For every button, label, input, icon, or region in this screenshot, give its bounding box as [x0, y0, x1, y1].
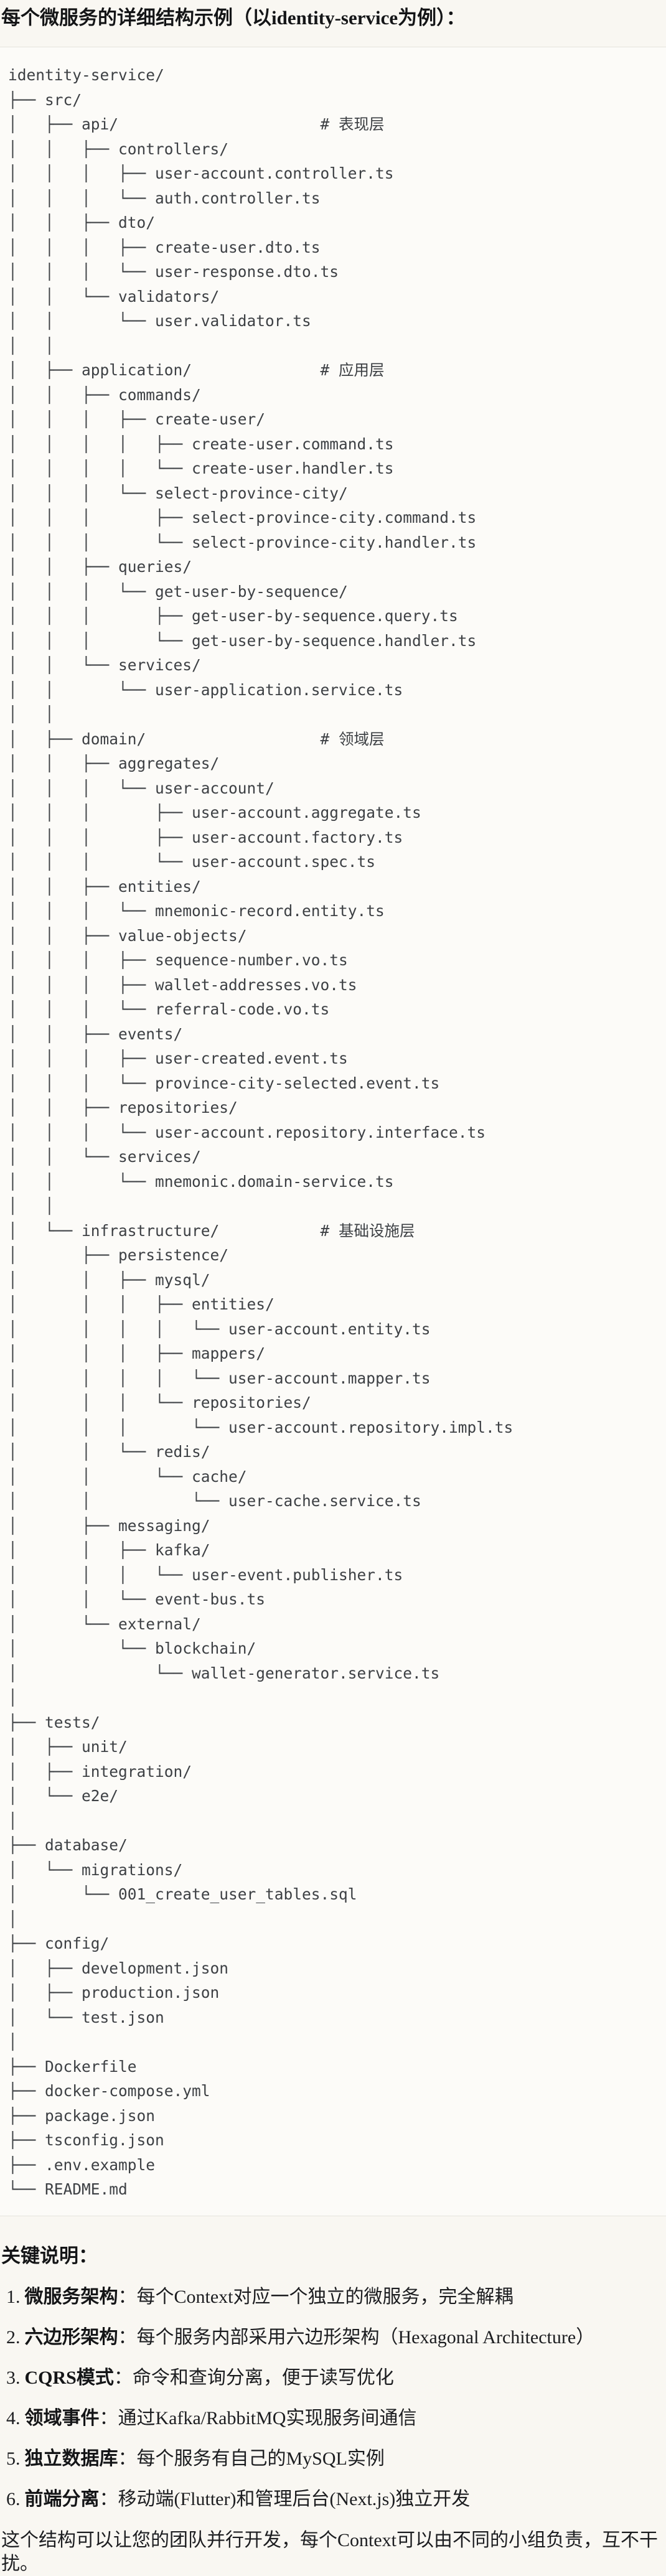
- notes-section: 关键说明： 1.微服务架构：每个Context对应一个独立的微服务，完全解耦 2…: [0, 2244, 666, 2576]
- note-number: 5.: [6, 2448, 21, 2469]
- note-item: 3.CQRS模式：命令和查询分离，便于读写优化: [1, 2366, 661, 2390]
- summary-paragraph: 这个结构可以让您的团队并行开发，每个Context可以由不同的小组负责，互不干扰…: [1, 2529, 658, 2574]
- note-item: 1.微服务架构：每个Context对应一个独立的微服务，完全解耦: [1, 2285, 661, 2309]
- note-item: 2.六边形架构：每个服务内部采用六边形架构（Hexagonal Architec…: [1, 2326, 661, 2349]
- directory-tree: identity-service/ ├── src/ │ ├── api/ # …: [8, 66, 514, 2198]
- notes-heading: 关键说明：: [1, 2244, 98, 2267]
- note-term: 六边形架构: [24, 2326, 118, 2348]
- note-number: 1.: [6, 2286, 21, 2307]
- note-item: 4.领域事件：通过Kafka/RabbitMQ实现服务间通信: [1, 2407, 661, 2430]
- note-number: 3.: [6, 2367, 21, 2388]
- note-number: 4.: [6, 2407, 21, 2428]
- note-number: 6.: [6, 2488, 21, 2509]
- note-desc: ：每个服务内部采用六边形架构（Hexagonal Architecture）: [118, 2326, 595, 2348]
- note-desc: ：每个服务有自己的MySQL实例: [118, 2448, 385, 2469]
- page-title: 每个微服务的详细结构示例（以identity-service为例）：: [1, 7, 466, 29]
- note-item: 6.前端分离：移动端(Flutter)和管理后台(Next.js)独立开发: [1, 2488, 661, 2511]
- note-desc: ：移动端(Flutter)和管理后台(Next.js)独立开发: [99, 2488, 471, 2509]
- note-number: 2.: [6, 2326, 21, 2348]
- note-term: 前端分离: [24, 2488, 100, 2509]
- note-desc: ：每个Context对应一个独立的微服务，完全解耦: [118, 2286, 514, 2307]
- note-item: 5.独立数据库：每个服务有自己的MySQL实例: [1, 2447, 661, 2471]
- note-term: 独立数据库: [24, 2448, 118, 2469]
- note-term: 微服务架构: [24, 2286, 118, 2307]
- note-term: 领域事件: [24, 2407, 100, 2428]
- note-term: CQRS模式: [24, 2367, 114, 2388]
- code-block: identity-service/ ├── src/ │ ├── api/ # …: [0, 47, 666, 2216]
- note-desc: ：通过Kafka/RabbitMQ实现服务间通信: [99, 2407, 417, 2428]
- note-desc: ：命令和查询分离，便于读写优化: [113, 2367, 394, 2388]
